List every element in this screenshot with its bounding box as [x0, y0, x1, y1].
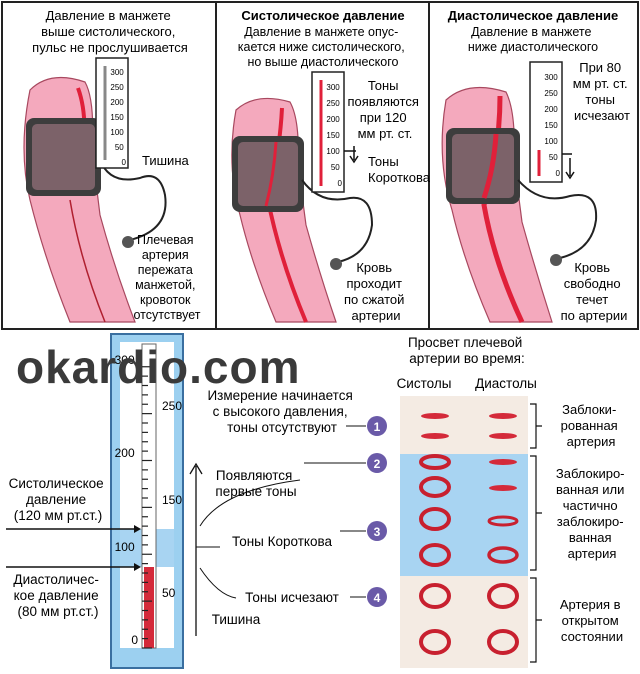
cuff-3	[446, 128, 520, 204]
lumen-zone-occluded	[400, 396, 528, 454]
panel-1-silence: Тишина	[142, 153, 190, 168]
silence-label: Тишина	[212, 612, 261, 627]
badge-1	[367, 416, 387, 436]
cuff-1-inner	[32, 124, 95, 190]
cuff-3-inner	[452, 134, 514, 198]
badge-1-num: 1	[374, 420, 381, 434]
col-diastole: Диастолы	[475, 376, 537, 391]
lumen-zone-partial	[400, 454, 528, 576]
panel-2: Систолическое давление Давление в манжет…	[231, 8, 431, 323]
top-frame	[1, 1, 639, 330]
lumen-dia-2	[489, 433, 517, 439]
lumen-panel: Просвет плечевой артерии во время: Систо…	[397, 335, 628, 668]
badge-4	[367, 587, 387, 607]
bracket-occluded	[530, 403, 542, 449]
col-systole: Систолы	[397, 376, 452, 391]
artery-1-lower	[69, 199, 106, 323]
panel-3-down-arrow	[565, 158, 575, 180]
panel-2-caption: Давление в манжете опус- кается ниже сис…	[238, 25, 408, 69]
watermark: okardio.com	[16, 341, 301, 393]
lumen-dia-1	[489, 413, 517, 419]
bracket-open	[530, 577, 542, 663]
panel-2-tones-appear: Тоны появляются при 120 мм рт. ст.	[348, 78, 423, 141]
tube-3	[517, 179, 598, 259]
step-2-text: Появляются первые тоны	[215, 468, 296, 499]
badge-4-num: 4	[374, 591, 381, 605]
panel-1: Давление в манжете выше систолического, …	[23, 8, 201, 323]
panel-1-artery-note: Плечевая артерия пережата манжетой, кров…	[133, 233, 200, 322]
step-2-curve	[199, 479, 301, 527]
mercury-fill	[144, 567, 154, 648]
lumen-dia-8	[487, 629, 519, 655]
step-badges: 1 2 3 4	[367, 416, 387, 607]
lumen-dia-3	[489, 459, 517, 465]
step-4-text: Тоны исчезают	[245, 590, 339, 605]
lumen-zone-open	[400, 576, 528, 668]
lumen-sys-8	[419, 629, 451, 655]
lumen-dia-5	[487, 515, 519, 527]
lumen-sys-4	[419, 476, 451, 498]
lumen-sys-7	[419, 583, 451, 609]
lumen-sys-2	[421, 433, 449, 439]
panel-3: Диастолическое давление Давление в манже…	[441, 8, 631, 324]
group-partial-label: Заблокиро- ванная или частично заблокиро…	[556, 466, 628, 561]
gauge-1-ticks: 300 250 200 150 100 50 0	[110, 68, 126, 167]
gauge-2: 300 250 200 150 100 50 0	[311, 71, 345, 193]
group-occluded-label: Заблоки- рованная артерия	[561, 402, 622, 449]
lumen-sys-1	[421, 413, 449, 419]
systolic-arrowhead	[134, 525, 141, 533]
badge-2	[367, 453, 387, 473]
badge-2-num: 2	[374, 457, 381, 471]
lumen-sys-5	[419, 507, 451, 531]
gauge-2-ticks: 300 250 200 150 100 50 0	[326, 83, 342, 188]
panel-2-title: Систолическое давление	[241, 8, 404, 23]
bracket-partial	[530, 455, 542, 571]
panel-1-caption: Давление в манжете выше систолического, …	[32, 8, 188, 55]
artery-2-under-cuff	[264, 141, 278, 207]
panel-2-korotkoff: Тоны Короткова	[368, 154, 431, 185]
stethoscope-3-head	[550, 254, 562, 266]
panel-3-title: Диастолическое давление	[448, 8, 618, 23]
tube-2	[301, 179, 374, 263]
step-1-text: Измерение начинается с высокого давления…	[207, 388, 356, 435]
systolic-label: Систолическое давление (120 мм рт.ст.)	[9, 476, 108, 523]
stethoscope-2-head	[330, 258, 342, 270]
gauge-1: 300 250 200 150 100 50 0	[95, 57, 129, 169]
group-open-label: Артерия в открытом состоянии	[560, 597, 624, 644]
diastolic-label: Диастоличес- кое давление (80 мм рт.ст.)	[13, 572, 102, 619]
panel-3-blood-note: Кровь свободно течет по артерии	[561, 260, 628, 323]
stethoscope-1-head	[122, 236, 134, 248]
manometer-minor-ticks	[142, 366, 152, 649]
cuff-2	[232, 136, 304, 212]
manometer: 300 200 100 0 250 150 50	[110, 333, 185, 669]
panel-2-down-arrow	[349, 146, 359, 164]
step-4-curve	[199, 567, 237, 599]
lumen-dia-4	[489, 485, 517, 491]
panel-2-blood-note: Кровь проходит по сжатой артерии	[344, 260, 408, 323]
step-3-text: Тоны Короткова	[232, 534, 332, 549]
lumen-dia-7	[487, 583, 519, 609]
badge-3	[367, 521, 387, 541]
panel-3-tones-vanish: При 80 мм рт. ст. тоны исчезают	[573, 60, 631, 123]
cuff-1	[26, 118, 101, 196]
manometer-base	[120, 648, 174, 660]
pressure-drop-arrow	[189, 462, 203, 636]
panel-3-caption: Давление в манжете ниже диастолического	[468, 25, 598, 54]
manometer-right-ticks: 250 150 50	[162, 399, 185, 600]
gauge-3: 300 250 200 150 100 50 0	[529, 61, 563, 183]
tube-1	[99, 159, 167, 241]
lumen-dia-6	[487, 546, 519, 564]
diastolic-arrowhead	[134, 563, 141, 571]
lumen-sys-6	[419, 543, 451, 567]
cuff-2-inner	[238, 142, 298, 206]
gauge-3-ticks: 300 250 200 150 100 50 0	[544, 73, 560, 178]
lumen-sys-3	[419, 454, 451, 470]
manometer-left-ticks: 300 200 100 0	[115, 353, 139, 647]
lumen-title: Просвет плечевой артерии во время:	[408, 335, 526, 366]
badge-3-num: 3	[374, 525, 381, 539]
artery-3-under-cuff	[481, 133, 499, 199]
